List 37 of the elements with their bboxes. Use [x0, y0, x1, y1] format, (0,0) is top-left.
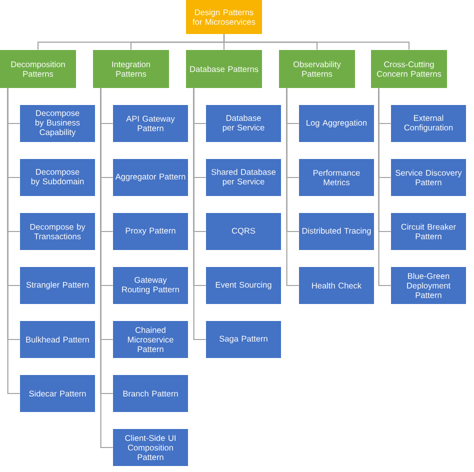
- pattern-box: Blue-Green Deployment Pattern: [391, 267, 466, 304]
- pattern-box: Distributed Tracing: [299, 213, 374, 250]
- connector-line: [286, 88, 299, 286]
- pattern-box: Health Check: [299, 267, 374, 304]
- pattern-box: Circuit Breaker Pattern: [391, 213, 466, 250]
- category-box: Database Patterns: [186, 50, 262, 88]
- pattern-box: Decompose by Business Capability: [20, 105, 95, 142]
- connector-line: [7, 88, 20, 394]
- pattern-box: Branch Pattern: [113, 375, 188, 412]
- pattern-box: Decompose by Subdomain: [20, 159, 95, 196]
- pattern-box: Database per Service: [206, 105, 281, 142]
- pattern-box: Saga Pattern: [206, 321, 281, 358]
- connector-line: [223, 34, 410, 50]
- pattern-box: Bulkhead Pattern: [20, 321, 95, 358]
- pattern-box: API Gateway Pattern: [113, 105, 188, 142]
- pattern-box: Log Aggregation: [299, 105, 374, 142]
- pattern-box: Gateway Routing Pattern: [113, 267, 188, 304]
- category-box: Integration Patterns: [93, 50, 169, 88]
- category-box: Observability Patterns: [279, 50, 355, 88]
- pattern-box: Performance Metrics: [299, 159, 374, 196]
- pattern-box: Shared Database per Service: [206, 159, 281, 196]
- connector-line: [378, 88, 391, 286]
- pattern-box: Service Discovery Pattern: [391, 159, 466, 196]
- category-box: Cross-Cutting Concern Patterns: [371, 50, 447, 88]
- pattern-box: Event Sourcing: [206, 267, 281, 304]
- pattern-box: Chained Microservice Pattern: [113, 321, 188, 358]
- category-box: Decomposition Patterns: [0, 50, 76, 88]
- pattern-box: Sidecar Pattern: [20, 375, 95, 412]
- pattern-box: Strangler Pattern: [20, 267, 95, 304]
- pattern-box: CQRS: [206, 213, 281, 250]
- pattern-box: Proxy Pattern: [113, 213, 188, 250]
- pattern-box: Client-Side UI Composition Pattern: [113, 429, 188, 466]
- pattern-box: Aggregator Pattern: [113, 159, 188, 196]
- pattern-box: Decompose by Transactions: [20, 213, 95, 250]
- title-box: Design Patterns for Microservices: [186, 0, 262, 34]
- pattern-box: External Configuration: [391, 105, 466, 142]
- connector-line: [193, 88, 206, 340]
